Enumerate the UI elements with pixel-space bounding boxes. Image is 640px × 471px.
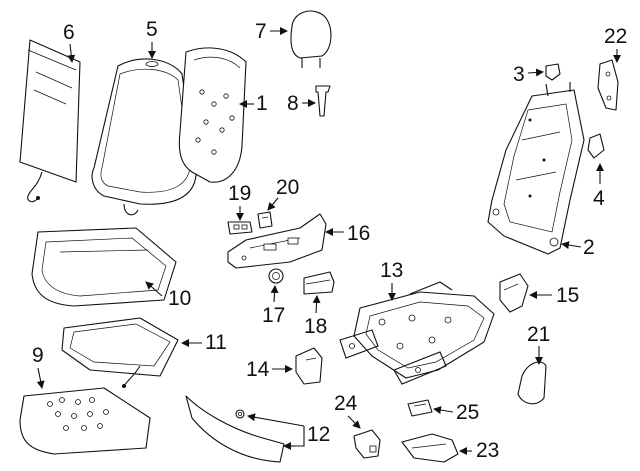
leader-18	[312, 295, 321, 314]
callout-14: 14	[246, 358, 270, 381]
callout-1: 1	[256, 92, 268, 115]
part-5-seatback-cover[interactable]	[91, 58, 197, 216]
callout-8: 8	[287, 92, 299, 115]
callout-4: 4	[593, 187, 605, 210]
part-14-bracket[interactable]	[295, 347, 323, 385]
leader-2	[561, 241, 582, 250]
part-9-cushion-pad[interactable]	[19, 387, 151, 455]
part-23-track-cover[interactable]	[401, 433, 459, 463]
leader-9	[36, 367, 45, 389]
part-13-seat-adjuster[interactable]	[339, 281, 495, 385]
part-10-cushion-cover[interactable]	[31, 227, 177, 307]
part-8-headrest-guide[interactable]	[315, 85, 331, 117]
part-22-bracket[interactable]	[597, 59, 619, 111]
part-11-cushion-heater[interactable]	[61, 317, 179, 388]
callout-10: 10	[168, 287, 191, 310]
callout-3: 3	[513, 63, 525, 86]
part-17-round-knob[interactable]	[268, 268, 284, 284]
callout-20: 20	[276, 176, 299, 199]
callout-7: 7	[255, 20, 267, 43]
leader-10	[145, 281, 163, 297]
part-15-bracket[interactable]	[499, 273, 529, 313]
callout-5: 5	[146, 18, 158, 41]
part-19-switch-knob[interactable]	[227, 221, 253, 235]
callout-15: 15	[556, 284, 579, 307]
cushion-holes	[47, 397, 109, 431]
callout-6: 6	[63, 21, 75, 44]
callout-16: 16	[347, 222, 370, 245]
part-24-bracket[interactable]	[353, 429, 381, 459]
part-21-cover[interactable]	[517, 361, 547, 405]
part-16-side-shield[interactable]	[227, 213, 327, 269]
part-3-clip[interactable]	[545, 63, 561, 81]
leader-6	[67, 43, 76, 63]
leader-20	[267, 197, 279, 211]
leader-12-bracket	[296, 426, 305, 447]
callout-2: 2	[583, 236, 595, 259]
callout-18: 18	[304, 315, 327, 338]
part-1-seatback-pad[interactable]	[178, 47, 247, 183]
part-6-seatback-panel[interactable]	[19, 39, 81, 203]
part-25-clip[interactable]	[407, 399, 433, 417]
part-2-seatback-frame[interactable]	[487, 82, 585, 255]
callout-19: 19	[228, 182, 251, 205]
part-12-trim-and-clip[interactable]	[185, 395, 285, 463]
callout-23: 23	[476, 439, 499, 462]
leader-24	[347, 415, 361, 429]
callout-22: 22	[604, 25, 627, 48]
callout-9: 9	[32, 344, 44, 367]
part-18-cover[interactable]	[303, 271, 335, 295]
callout-25: 25	[456, 401, 479, 424]
callout-13: 13	[380, 259, 403, 282]
part-7-headrest[interactable]	[290, 10, 332, 68]
callout-17: 17	[262, 304, 285, 327]
part-4-small-bracket[interactable]	[587, 133, 605, 159]
leader-3	[527, 68, 544, 77]
callout-12: 12	[307, 423, 330, 446]
part-20-knob[interactable]	[257, 211, 273, 229]
leader-25	[433, 406, 454, 415]
leader-12a	[247, 413, 305, 427]
callout-24: 24	[334, 392, 358, 415]
callout-11: 11	[205, 331, 227, 354]
leader-17	[270, 285, 279, 303]
callout-21: 21	[527, 323, 550, 346]
